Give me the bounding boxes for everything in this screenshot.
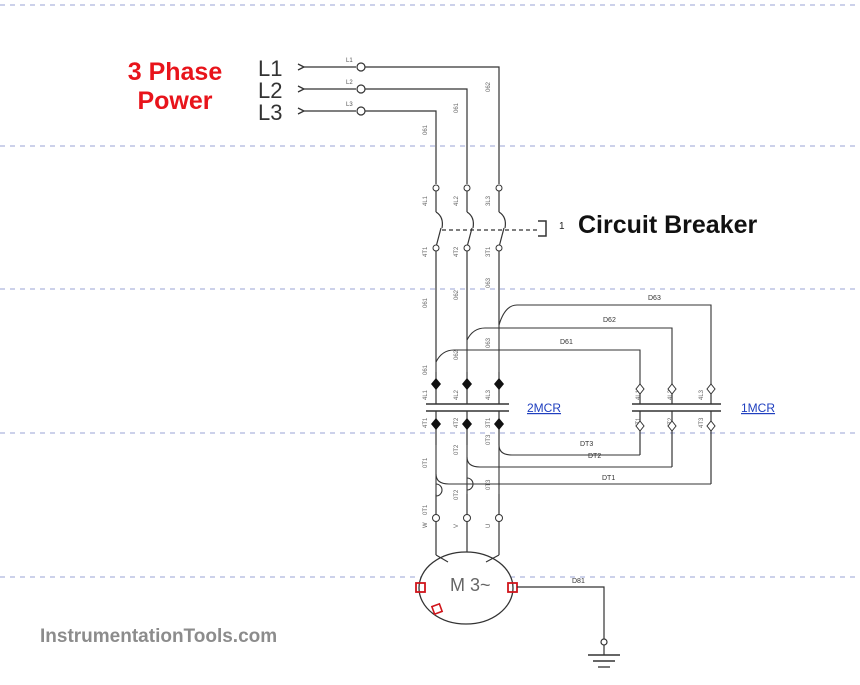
svg-text:061: 061 xyxy=(423,297,429,308)
svg-text:V: V xyxy=(454,524,460,528)
motor-terminals xyxy=(432,514,503,522)
svg-text:061: 061 xyxy=(454,102,460,113)
svg-text:0T3: 0T3 xyxy=(486,434,492,445)
input-tag-l3: L3 xyxy=(346,102,353,108)
svg-text:U: U xyxy=(486,524,492,528)
svg-text:063: 063 xyxy=(486,277,492,288)
circuit-breaker-symbol xyxy=(435,190,547,362)
svg-text:4T3: 4T3 xyxy=(699,417,705,428)
title-line-2: Power xyxy=(137,87,213,115)
input-terminals xyxy=(356,62,366,116)
input-arrows xyxy=(297,63,356,115)
svg-text:062: 062 xyxy=(486,81,492,92)
title-line-1: 3 Phase xyxy=(127,58,223,86)
feed-wires xyxy=(365,66,500,184)
svg-text:062: 062 xyxy=(454,349,460,360)
wire-label-dt3: DT3 xyxy=(580,441,593,448)
svg-text:3T1: 3T1 xyxy=(486,417,492,428)
input-tag-l1: L1 xyxy=(346,58,353,64)
svg-text:3L3: 3L3 xyxy=(486,195,492,206)
ground-wire-label: D81 xyxy=(572,578,585,585)
wire-label-d61: D61 xyxy=(560,339,573,346)
motor-leads xyxy=(435,494,500,555)
svg-text:4L3: 4L3 xyxy=(699,389,705,400)
contactor-1mcr-label[interactable]: 1MCR xyxy=(741,401,775,415)
svg-text:062: 062 xyxy=(454,289,460,300)
wire-hops xyxy=(435,477,474,497)
brand-watermark: InstrumentationTools.com xyxy=(40,626,278,647)
svg-text:3T1: 3T1 xyxy=(486,246,492,257)
motor-label: M 3~ xyxy=(450,575,491,595)
cross-wires-top xyxy=(435,304,712,383)
svg-text:4T2: 4T2 xyxy=(454,417,460,428)
svg-text:4T1: 4T1 xyxy=(423,417,429,428)
svg-text:4L1: 4L1 xyxy=(423,195,429,206)
svg-text:0T1: 0T1 xyxy=(423,504,429,515)
svg-text:4T2: 4T2 xyxy=(454,246,460,257)
contactor-2mcr-label[interactable]: 2MCR xyxy=(527,401,561,415)
svg-text:4L1: 4L1 xyxy=(423,389,429,400)
svg-text:0T2: 0T2 xyxy=(454,444,460,455)
circuit-breaker-label: Circuit Breaker xyxy=(578,211,758,239)
ground-symbol xyxy=(517,586,620,668)
svg-text:4L1: 4L1 xyxy=(636,389,642,400)
cross-wires-bottom xyxy=(435,444,711,494)
page-guide-lines xyxy=(0,4,860,578)
svg-text:061: 061 xyxy=(423,124,429,135)
input-label-l2: L2 xyxy=(258,78,282,103)
wire-label-dt1: DT1 xyxy=(602,475,615,482)
svg-text:W: W xyxy=(423,522,429,528)
title-3-phase: 3 Phase Power xyxy=(105,58,245,116)
contactor-1mcr-symbol xyxy=(632,383,721,484)
svg-text:4T1: 4T1 xyxy=(423,246,429,257)
contactor-2mcr-contacts xyxy=(431,378,504,430)
svg-text:4L3: 4L3 xyxy=(486,389,492,400)
wire-label-d62: D62 xyxy=(603,317,616,324)
breaker-terminals xyxy=(432,184,503,252)
wire-label-d63: D63 xyxy=(648,295,661,302)
svg-text:0T1: 0T1 xyxy=(423,457,429,468)
svg-text:4L2: 4L2 xyxy=(668,389,674,400)
input-label-l3: L3 xyxy=(258,100,282,125)
svg-text:4L2: 4L2 xyxy=(454,195,460,206)
motor-symbol: M 3~ xyxy=(415,551,518,625)
svg-text:4L2: 4L2 xyxy=(454,389,460,400)
wire-label-dt2: DT2 xyxy=(588,453,601,460)
input-label-l1: L1 xyxy=(258,56,282,81)
svg-text:061: 061 xyxy=(423,364,429,375)
input-tag-l2: L2 xyxy=(346,80,353,86)
contactor-1mcr-contacts xyxy=(635,383,716,432)
svg-text:0T2: 0T2 xyxy=(454,489,460,500)
breaker-ref: 1 xyxy=(559,221,565,232)
svg-text:063: 063 xyxy=(486,337,492,348)
